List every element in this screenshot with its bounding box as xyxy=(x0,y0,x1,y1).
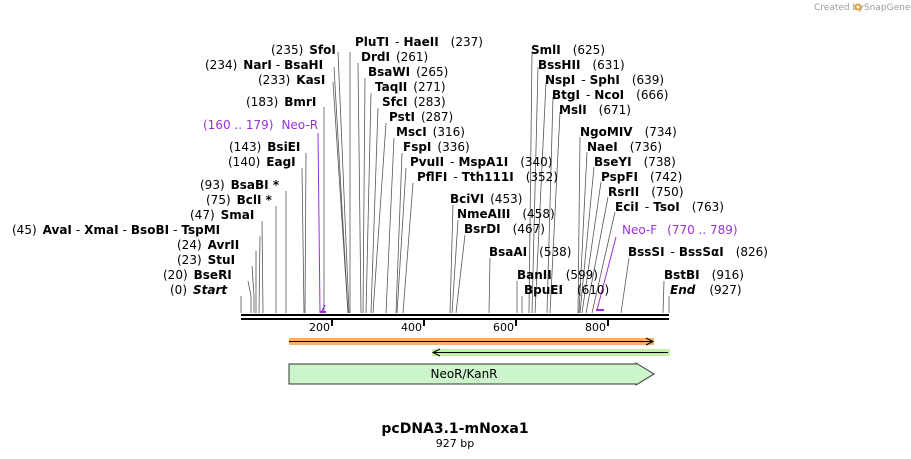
site-label[interactable]: (235)SfoI xyxy=(271,43,336,57)
site-label[interactable]: (183)BmrI xyxy=(246,95,316,109)
site-label[interactable]: (75)BclI * xyxy=(206,193,273,207)
plasmid-length: 927 bp xyxy=(436,437,474,450)
site-label[interactable]: End(927) xyxy=(670,283,742,297)
scale-ticks: 200 400 600 800 xyxy=(309,320,609,334)
orf-forward-arrow[interactable] xyxy=(289,337,655,346)
site-label[interactable]: PstI(287) xyxy=(389,110,453,124)
snapgene-logo-icon xyxy=(854,3,862,11)
site-label[interactable]: (0)Start xyxy=(170,283,228,297)
site-label[interactable]: BsrDI(467) xyxy=(464,222,545,236)
feature-neor-kanr[interactable]: NeoR/KanR xyxy=(288,362,655,386)
site-label[interactable]: NgoMIV(734) xyxy=(580,125,677,139)
site-label[interactable]: TaqII(271) xyxy=(375,80,446,94)
tick-label: 400 xyxy=(401,321,422,334)
credit-text: Created by xyxy=(814,3,864,13)
site-label[interactable]: BstBI(916) xyxy=(664,268,744,282)
site-label[interactable]: (143)BsiEI xyxy=(229,140,300,154)
tick-label: 200 xyxy=(309,321,330,334)
tick-600 xyxy=(515,320,517,326)
tick-400 xyxy=(423,320,425,326)
site-leader-lines xyxy=(240,51,670,314)
site-label[interactable]: (233)KasI xyxy=(258,73,325,87)
site-label[interactable]: MslI(671) xyxy=(559,103,631,117)
brand-text: SnapGene xyxy=(864,3,911,13)
site-label[interactable]: SfcI(283) xyxy=(382,95,446,109)
tick-800 xyxy=(607,320,609,326)
site-label[interactable]: NaeI(736) xyxy=(587,140,662,154)
site-label[interactable]: BssHII(631) xyxy=(538,58,625,72)
site-label[interactable]: BsaAI(538) xyxy=(489,245,571,259)
primer-label-neo-r[interactable]: (160 .. 179)Neo-R xyxy=(203,118,318,132)
site-label[interactable]: (93)BsaBI * xyxy=(200,178,280,192)
site-label[interactable]: BtgI-NcoI(666) xyxy=(552,88,668,102)
site-label[interactable]: (23)StuI xyxy=(177,253,235,267)
site-label[interactable]: NspI-SphI(639) xyxy=(545,73,664,87)
site-label[interactable]: (45)AvaI-XmaI-BsoBI-TspMI xyxy=(12,223,220,237)
restriction-site-labels: (235)SfoI (234)NarI-BsaHI (233)KasI (183… xyxy=(12,35,768,297)
site-label[interactable]: (234)NarI-BsaHI xyxy=(205,58,323,72)
feature-label: NeoR/KanR xyxy=(430,367,497,381)
site-label[interactable]: EciI-TsoI(763) xyxy=(615,200,724,214)
site-label[interactable]: RsrII(750) xyxy=(608,185,684,199)
site-label[interactable]: MscI(316) xyxy=(396,125,465,139)
site-label[interactable]: FspI(336) xyxy=(403,140,470,154)
site-label[interactable]: PvuII-MspA1I(340) xyxy=(410,155,553,169)
tick-200 xyxy=(331,320,333,326)
site-label[interactable]: DrdI(261) xyxy=(361,50,428,64)
site-label[interactable]: BpuEI(610) xyxy=(524,283,609,297)
site-label[interactable]: BanII(599) xyxy=(517,268,598,282)
primer-label-neo-f[interactable]: Neo-F(770 .. 789) xyxy=(622,223,738,237)
tick-label: 600 xyxy=(493,321,514,334)
site-label[interactable]: BciVI(453) xyxy=(450,192,522,206)
site-label[interactable]: (47)SmaI xyxy=(190,208,254,222)
site-label[interactable]: PspFI(742) xyxy=(601,170,682,184)
site-label[interactable]: (140)EagI xyxy=(228,155,296,169)
site-label[interactable]: PluTI-HaeII(237) xyxy=(355,35,483,49)
site-label[interactable]: BsaWI(265) xyxy=(368,65,448,79)
site-label[interactable]: BssSI-BssSαI(826) xyxy=(628,245,768,259)
primer-neo-r-mark[interactable] xyxy=(317,132,326,314)
orf-reverse-arrow[interactable] xyxy=(431,348,670,357)
primer-neo-f-mark[interactable] xyxy=(596,236,617,311)
site-label[interactable]: NmeAIII(458) xyxy=(457,207,555,221)
site-label[interactable]: PflFI-Tth111I(352) xyxy=(417,170,558,184)
plasmid-name: pcDNA3.1-mNoxa1 xyxy=(381,421,528,437)
site-label[interactable]: BseYI(738) xyxy=(594,155,676,169)
site-label[interactable]: (20)BseRI xyxy=(163,268,232,282)
site-label[interactable]: SmlI(625) xyxy=(531,43,605,57)
sequence-backbone xyxy=(241,314,669,320)
site-label[interactable]: (24)AvrII xyxy=(177,238,239,252)
tick-label: 800 xyxy=(585,321,606,334)
